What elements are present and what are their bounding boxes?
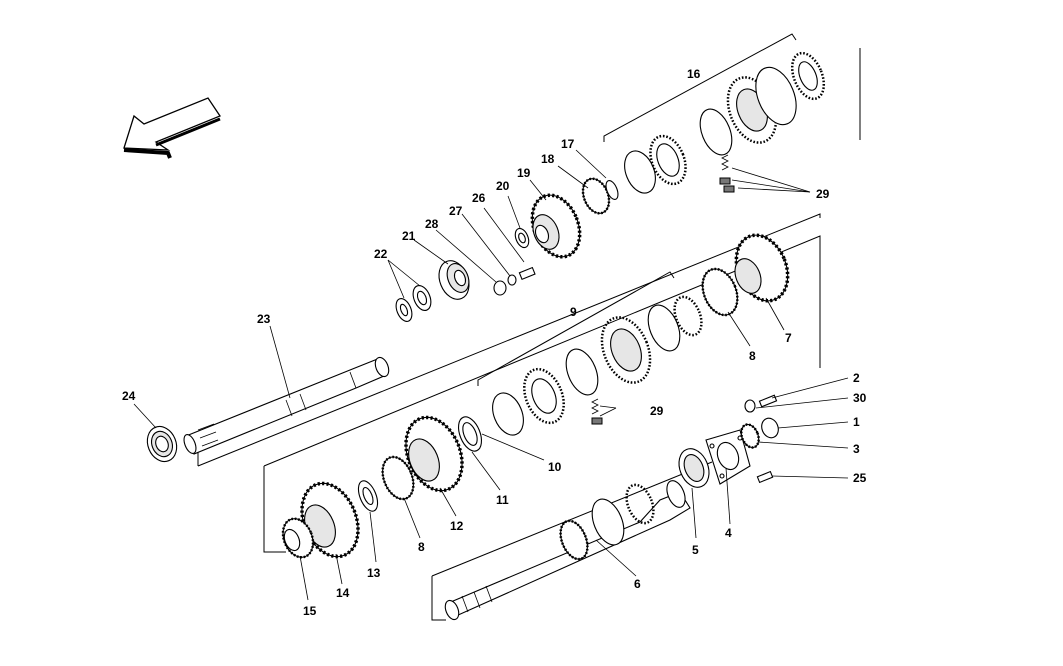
- callout-22: 22: [374, 247, 388, 261]
- callout-4: 4: [725, 526, 732, 540]
- bearing-21: [438, 260, 470, 300]
- callout-6: 6: [634, 577, 641, 591]
- callout-26: 26: [472, 191, 486, 205]
- callout-2: 2: [853, 371, 860, 385]
- callout-14: 14: [336, 586, 350, 600]
- gear-12: [404, 415, 464, 493]
- callout-16: 16: [687, 67, 701, 81]
- callout-21: 21: [402, 229, 416, 243]
- callout-29-upper: 29: [816, 187, 830, 201]
- needle-bearing-8-lower: [381, 455, 415, 501]
- bearing-5: [678, 448, 710, 488]
- gear-7: [734, 233, 790, 303]
- callout-29-lower: 29: [650, 404, 664, 418]
- group-9-bracket: [477, 271, 675, 386]
- middle-shaft-panel: [263, 235, 821, 553]
- leader-lines: [133, 149, 849, 601]
- callout-8-lower: 8: [418, 540, 425, 554]
- input-shaft: [183, 356, 390, 455]
- callout-28: 28: [425, 217, 439, 231]
- pinion-1-3: [740, 417, 779, 449]
- callout-8-upper: 8: [749, 349, 756, 363]
- needle-bearing-15: [281, 517, 315, 559]
- needle-bearing-18: [581, 177, 619, 215]
- rings-22: [395, 285, 432, 322]
- callout-10: 10: [548, 460, 562, 474]
- lower-shaft-panel: [431, 461, 713, 621]
- direction-arrow-icon: [123, 97, 221, 159]
- callout-7: 7: [785, 331, 792, 345]
- flange-plate-4: [705, 429, 751, 485]
- callout-labels: 1 2 3 4 5 6 7 8 8 9 10 11 12 13 14 15 16…: [122, 67, 867, 618]
- springs-29-lower: [591, 398, 603, 425]
- callout-5: 5: [692, 543, 699, 557]
- callout-23: 23: [257, 312, 271, 326]
- bearing-24: [146, 425, 178, 463]
- ring-13: [357, 480, 379, 512]
- gear-14: [300, 481, 360, 559]
- callout-15: 15: [303, 604, 317, 618]
- callout-12: 12: [450, 519, 464, 533]
- callout-27: 27: [449, 204, 463, 218]
- callout-11: 11: [496, 493, 509, 507]
- callout-9: 9: [570, 305, 577, 319]
- callout-17: 17: [561, 137, 575, 151]
- synchro-assembly-16: [624, 51, 826, 194]
- small-parts-26-28: [493, 227, 536, 296]
- callout-19: 19: [517, 166, 531, 180]
- callout-13: 13: [367, 566, 381, 580]
- callout-1: 1: [853, 415, 860, 429]
- group-16-bracket: [603, 33, 797, 142]
- synchro-assembly-9: [492, 295, 703, 436]
- callout-24: 24: [122, 389, 136, 403]
- gear-19: [530, 193, 582, 259]
- output-shaft: [444, 480, 691, 621]
- callout-30: 30: [853, 391, 867, 405]
- ring-11: [457, 416, 483, 452]
- callout-20: 20: [496, 179, 510, 193]
- springs-29-upper: [719, 154, 735, 193]
- callout-3: 3: [853, 442, 860, 456]
- callout-18: 18: [541, 152, 555, 166]
- callout-25: 25: [853, 471, 867, 485]
